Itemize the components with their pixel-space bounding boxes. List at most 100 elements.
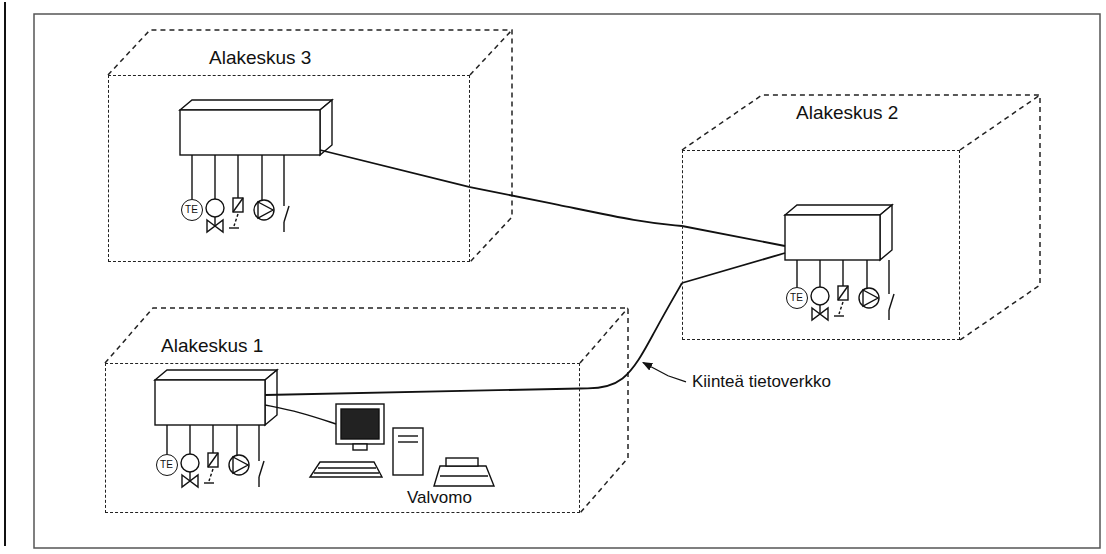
- wire: [283, 222, 284, 232]
- wire: [258, 425, 259, 461]
- relay-coil: [233, 198, 243, 212]
- wire: [189, 425, 190, 454]
- keyboard-row: [318, 467, 376, 468]
- control-room-label: Valvomo: [405, 488, 474, 508]
- relay-coil: [208, 453, 218, 467]
- valve-body: [182, 475, 198, 487]
- controller-side: [320, 100, 332, 155]
- pump-mark: [233, 457, 248, 473]
- valve-actuator: [206, 199, 224, 217]
- switch-blade: [889, 294, 894, 310]
- keyboard-row: [314, 472, 379, 473]
- wire: [842, 260, 843, 286]
- valve-stem: [214, 217, 215, 226]
- sensor-circle: TE: [786, 287, 808, 309]
- wire: [866, 260, 867, 288]
- controller-box: [785, 215, 880, 260]
- substation-room: Alakeskus 1TE: [105, 363, 580, 513]
- room-outline: [960, 95, 1040, 150]
- wire: [191, 155, 192, 199]
- wire: [283, 155, 284, 206]
- controllers: [155, 100, 894, 487]
- switch-blade: [284, 206, 289, 222]
- sensor-circle: TE: [181, 199, 203, 221]
- network-label: Kiinteä tietoverkko: [690, 372, 833, 392]
- sensor-label: TE: [160, 460, 173, 470]
- pump: [859, 288, 879, 308]
- keyboard: [310, 462, 382, 477]
- controller-side: [265, 370, 277, 425]
- relay-contact: [834, 315, 844, 316]
- room-outline: [682, 95, 1040, 340]
- network-cable: [682, 253, 785, 283]
- margin-line: [4, 2, 6, 546]
- printer-paper: [446, 458, 478, 466]
- sensor-label: TE: [790, 293, 803, 303]
- workstation-cable: [265, 405, 336, 424]
- relay-link: [209, 469, 213, 481]
- controller-side: [880, 205, 892, 260]
- computer-tower: [393, 428, 423, 475]
- wire: [258, 477, 259, 487]
- wire: [261, 155, 262, 200]
- drive-slot: [398, 435, 418, 436]
- pump-mark: [258, 202, 273, 218]
- substation-room: Alakeskus 2TE: [682, 150, 960, 340]
- wire: [212, 425, 213, 453]
- workstation: [310, 404, 494, 486]
- valve-actuator: [811, 287, 829, 305]
- room-outline: [105, 308, 628, 513]
- valve-actuator: [181, 454, 199, 472]
- relay-coil: [838, 286, 848, 300]
- room-heading: Alakeskus 1: [161, 335, 263, 357]
- room-heading: Alakeskus 3: [209, 47, 311, 69]
- pump: [229, 455, 249, 475]
- wire: [888, 310, 889, 320]
- room-outline: [470, 30, 512, 75]
- wire: [796, 260, 797, 287]
- pump-mark: [863, 290, 878, 306]
- controller-top: [785, 205, 892, 215]
- valve-stem: [189, 472, 190, 481]
- relay-mark: [233, 198, 243, 212]
- room-outline: [108, 30, 512, 262]
- relay-contact: [229, 227, 239, 228]
- network-connector: [580, 283, 682, 389]
- controller-top: [155, 370, 277, 380]
- monitor: [336, 404, 384, 444]
- wire: [237, 155, 238, 198]
- printer: [434, 466, 494, 486]
- room-outline: [580, 308, 628, 363]
- relay-mark: [838, 286, 848, 300]
- substation-room: Alakeskus 3TE: [108, 75, 470, 262]
- relay-link: [234, 214, 238, 226]
- sensor-label: TE: [185, 205, 198, 215]
- wire: [236, 425, 237, 455]
- valve-stem: [819, 305, 820, 314]
- relay-mark: [208, 453, 218, 467]
- wire: [214, 155, 215, 199]
- printer-slot: [440, 475, 488, 476]
- relay-link: [839, 302, 843, 314]
- wire: [166, 425, 167, 454]
- network-cable: [682, 226, 785, 246]
- network-cable: [320, 150, 470, 187]
- switch-blade: [259, 461, 264, 477]
- wire: [819, 260, 820, 287]
- monitor-screen: [341, 409, 379, 439]
- controller-box: [155, 380, 265, 425]
- figure-frame: [34, 14, 1100, 548]
- sensor-circle: TE: [156, 454, 178, 476]
- monitor-stand: [353, 444, 367, 450]
- relay-contact: [204, 482, 214, 483]
- drive-slot: [398, 441, 418, 442]
- network-cable: [265, 389, 580, 396]
- wire: [888, 260, 889, 294]
- valve-body: [812, 308, 828, 320]
- network-connector: [470, 187, 682, 226]
- valve-body: [207, 220, 223, 232]
- controller-top: [180, 100, 332, 110]
- controller-box: [180, 110, 320, 155]
